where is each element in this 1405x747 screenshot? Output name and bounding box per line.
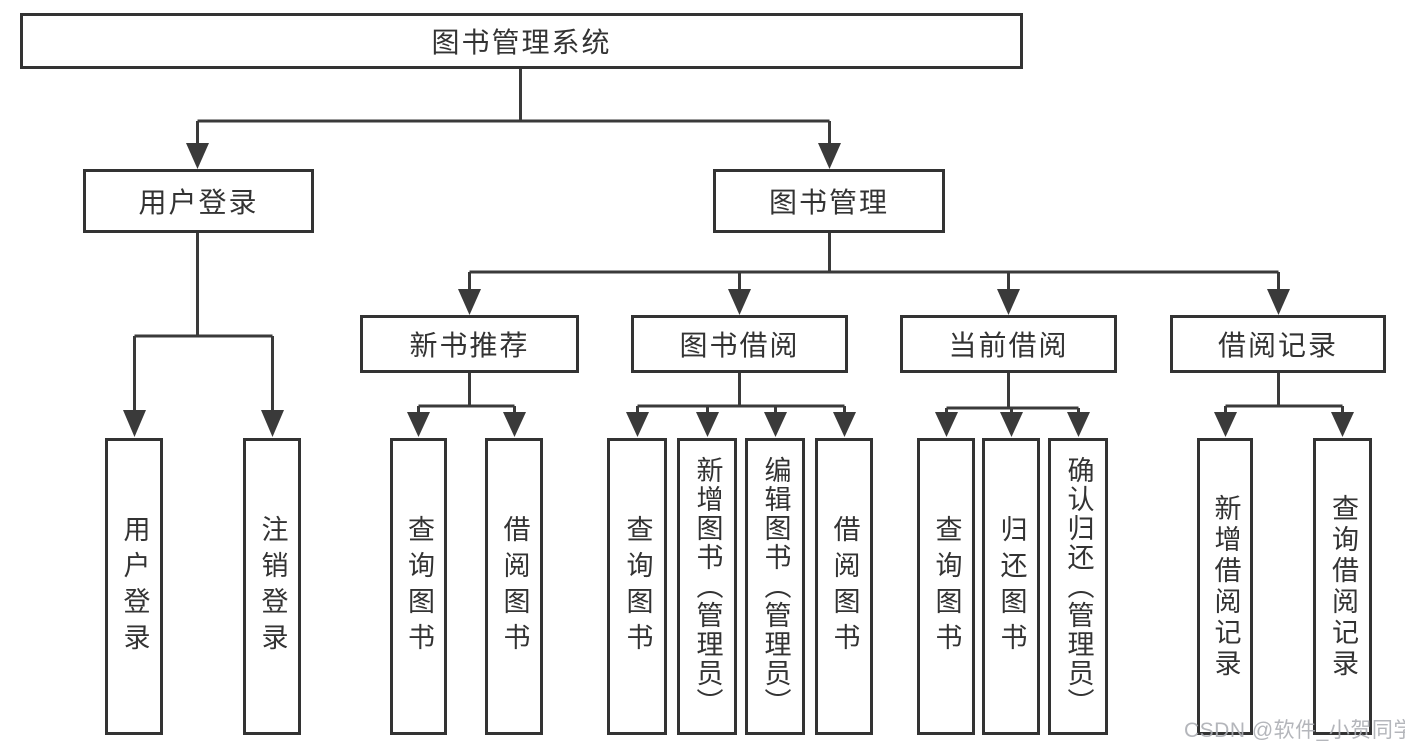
node-borrowing-records: 借阅记录 [1170,315,1386,373]
leaf-query-books-current-label: 查询图书 [931,514,962,659]
leaf-add-borrow-record-label: 新增借阅记录 [1210,493,1241,680]
node-root-label: 图书管理系统 [431,27,612,58]
leaf-borrow-books-recommend-label: 借阅图书 [499,514,530,659]
leaf-borrow-books: 借阅图书 [815,438,873,735]
leaf-logout: 注销登录 [243,438,301,735]
leaf-query-books-recommend-label: 查询图书 [404,514,434,659]
leaf-query-books-borrow-label: 查询图书 [622,514,653,659]
leaf-borrow-books-label: 借阅图书 [829,514,860,659]
leaf-user-login-label: 用户登录 [119,514,150,659]
node-book-management-label: 图书管理 [768,187,889,218]
leaf-confirm-return-admin-label: 确认归还（管理员） [1063,456,1094,717]
leaf-edit-books-admin: 编辑图书（管理员） [745,438,805,735]
node-new-book-recommend-label: 新书推荐 [409,330,530,361]
node-book-borrowing-label: 图书借阅 [679,330,800,361]
leaf-user-login: 用户登录 [105,438,163,735]
leaf-logout-label: 注销登录 [257,514,288,659]
leaf-borrow-books-recommend: 借阅图书 [485,438,543,735]
leaf-return-books: 归还图书 [982,438,1040,735]
node-current-borrowing: 当前借阅 [900,315,1117,373]
leaf-add-books-admin: 新增图书（管理员） [677,438,737,735]
leaf-confirm-return-admin: 确认归还（管理员） [1048,438,1108,735]
node-root: 图书管理系统 [20,13,1023,69]
node-book-borrowing: 图书借阅 [631,315,848,373]
leaf-add-borrow-record: 新增借阅记录 [1197,438,1253,735]
leaf-edit-books-admin-label: 编辑图书（管理员） [760,456,791,717]
node-user-login: 用户登录 [83,169,314,233]
node-new-book-recommend: 新书推荐 [360,315,579,373]
node-book-management: 图书管理 [713,169,945,233]
csdn-watermark: CSDN @软件_小贺同学 [1184,719,1405,742]
node-current-borrowing-label: 当前借阅 [948,330,1069,361]
leaf-query-borrow-record: 查询借阅记录 [1313,438,1372,735]
leaf-add-books-admin-label: 新增图书（管理员） [692,456,723,717]
leaf-query-books-borrow: 查询图书 [607,438,667,735]
node-user-login-label: 用户登录 [138,187,259,218]
leaf-query-borrow-record-label: 查询借阅记录 [1328,493,1358,680]
leaf-query-books-current: 查询图书 [917,438,975,735]
node-borrowing-records-label: 借阅记录 [1217,330,1338,361]
leaf-query-books-recommend: 查询图书 [390,438,447,735]
leaf-return-books-label: 归还图书 [996,514,1027,659]
